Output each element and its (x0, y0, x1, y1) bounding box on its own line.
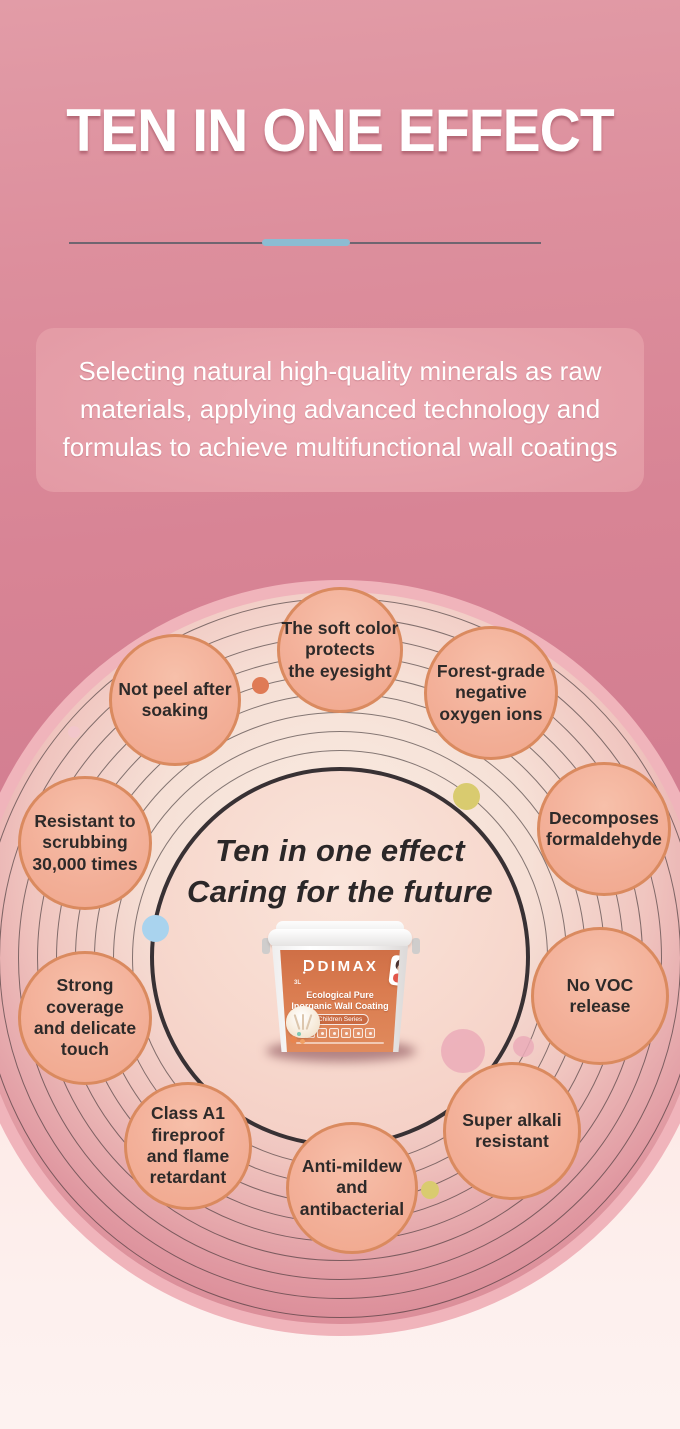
center-slogan-line1: Ten in one effect (215, 833, 465, 868)
intro-card: Selecting natural high-quality minerals … (36, 328, 644, 492)
shell-line (305, 1014, 313, 1030)
decor-dot-faint-pink (68, 726, 80, 738)
page-title: TEN IN ONE EFFECT (66, 97, 614, 164)
effect-label: Resistant to scrubbing 30,000 times (32, 810, 138, 874)
effect-bubble-oxygen-ions: Forest-grade negative oxygen ions (424, 626, 558, 760)
product-name: Ecological Pure Inorganic Wall Coating (291, 990, 389, 1012)
brand-name: DIMAX (317, 958, 379, 975)
mascot-sticker (388, 954, 400, 988)
size-mark: 3L (294, 980, 302, 986)
center-slogan-line2: Caring for the future (187, 873, 493, 909)
shell-line (302, 1014, 304, 1030)
decor-dot-yellow (453, 783, 480, 810)
feature-icon (329, 1028, 339, 1038)
feature-icon (353, 1028, 363, 1038)
effect-bubble-alkali: Super alkali resistant (443, 1062, 581, 1200)
brand-row: DIMAX (280, 958, 400, 975)
pearl-dot (297, 1032, 301, 1036)
feature-icon (341, 1028, 351, 1038)
effect-label: Strong coverage and delicate touch (33, 975, 137, 1060)
effect-label: No VOC release (566, 974, 634, 1016)
effect-label: Decomposes formaldehyde (546, 807, 662, 849)
decor-dot-yellow-bottom (421, 1181, 439, 1199)
mascot-shirt (392, 973, 400, 984)
effect-label: The soft color protects the eyesight (281, 617, 399, 681)
bucket-label: DIMAX 3L Ecological Pure Inorganic Wall … (280, 950, 400, 1052)
mascot-face (396, 963, 400, 974)
bucket-handle-right (412, 938, 420, 954)
pearl-dot (290, 1036, 297, 1043)
bucket-lid (268, 929, 412, 947)
effect-bubble-coverage: Strong coverage and delicate touch (18, 951, 152, 1085)
pearl-dot (300, 1039, 305, 1044)
center-slogan: Ten in one effect Caring for the future (154, 831, 526, 913)
divider-accent-bar (262, 239, 350, 246)
intro-text: Selecting natural high-quality minerals … (62, 356, 618, 462)
effect-label: Super alkali resistant (462, 1109, 562, 1151)
effect-bubble-scrubbing: Resistant to scrubbing 30,000 times (18, 776, 152, 910)
feature-icon (365, 1028, 375, 1038)
product-bucket: DIMAX 3L Ecological Pure Inorganic Wall … (262, 916, 420, 1066)
bucket-handle-left (262, 938, 270, 954)
label-fine-print (296, 1042, 384, 1044)
effect-label: Anti-mildew and antibacterial (299, 1155, 405, 1219)
decor-dot-soft-pink (441, 1029, 485, 1073)
bucket-body: DIMAX 3L Ecological Pure Inorganic Wall … (272, 946, 408, 1052)
decor-dot-orange (252, 677, 269, 694)
effect-bubble-formaldehyde: Decomposes formaldehyde (537, 762, 671, 896)
effect-label: Class A1 fireproof and flame retardant (146, 1103, 230, 1188)
effect-bubble-not-peel: Not peel after soaking (109, 634, 241, 766)
effect-bubble-fireproof: Class A1 fireproof and flame retardant (124, 1082, 252, 1210)
effect-label: Forest-grade negative oxygen ions (436, 660, 546, 724)
effect-bubble-anti-mildew: Anti-mildew and antibacterial (286, 1122, 418, 1254)
effect-label: Not peel after soaking (118, 678, 232, 720)
shell-illustration (286, 1006, 320, 1038)
decor-dot-small-pink (513, 1036, 534, 1057)
shell-line (293, 1014, 301, 1030)
effect-bubble-no-voc: No VOC release (531, 927, 669, 1065)
effect-bubble-soft-color: The soft color protects the eyesight (277, 587, 403, 713)
brand-logo-icon (302, 960, 314, 974)
decor-dot-blue (142, 915, 169, 942)
feature-icon (317, 1028, 327, 1038)
